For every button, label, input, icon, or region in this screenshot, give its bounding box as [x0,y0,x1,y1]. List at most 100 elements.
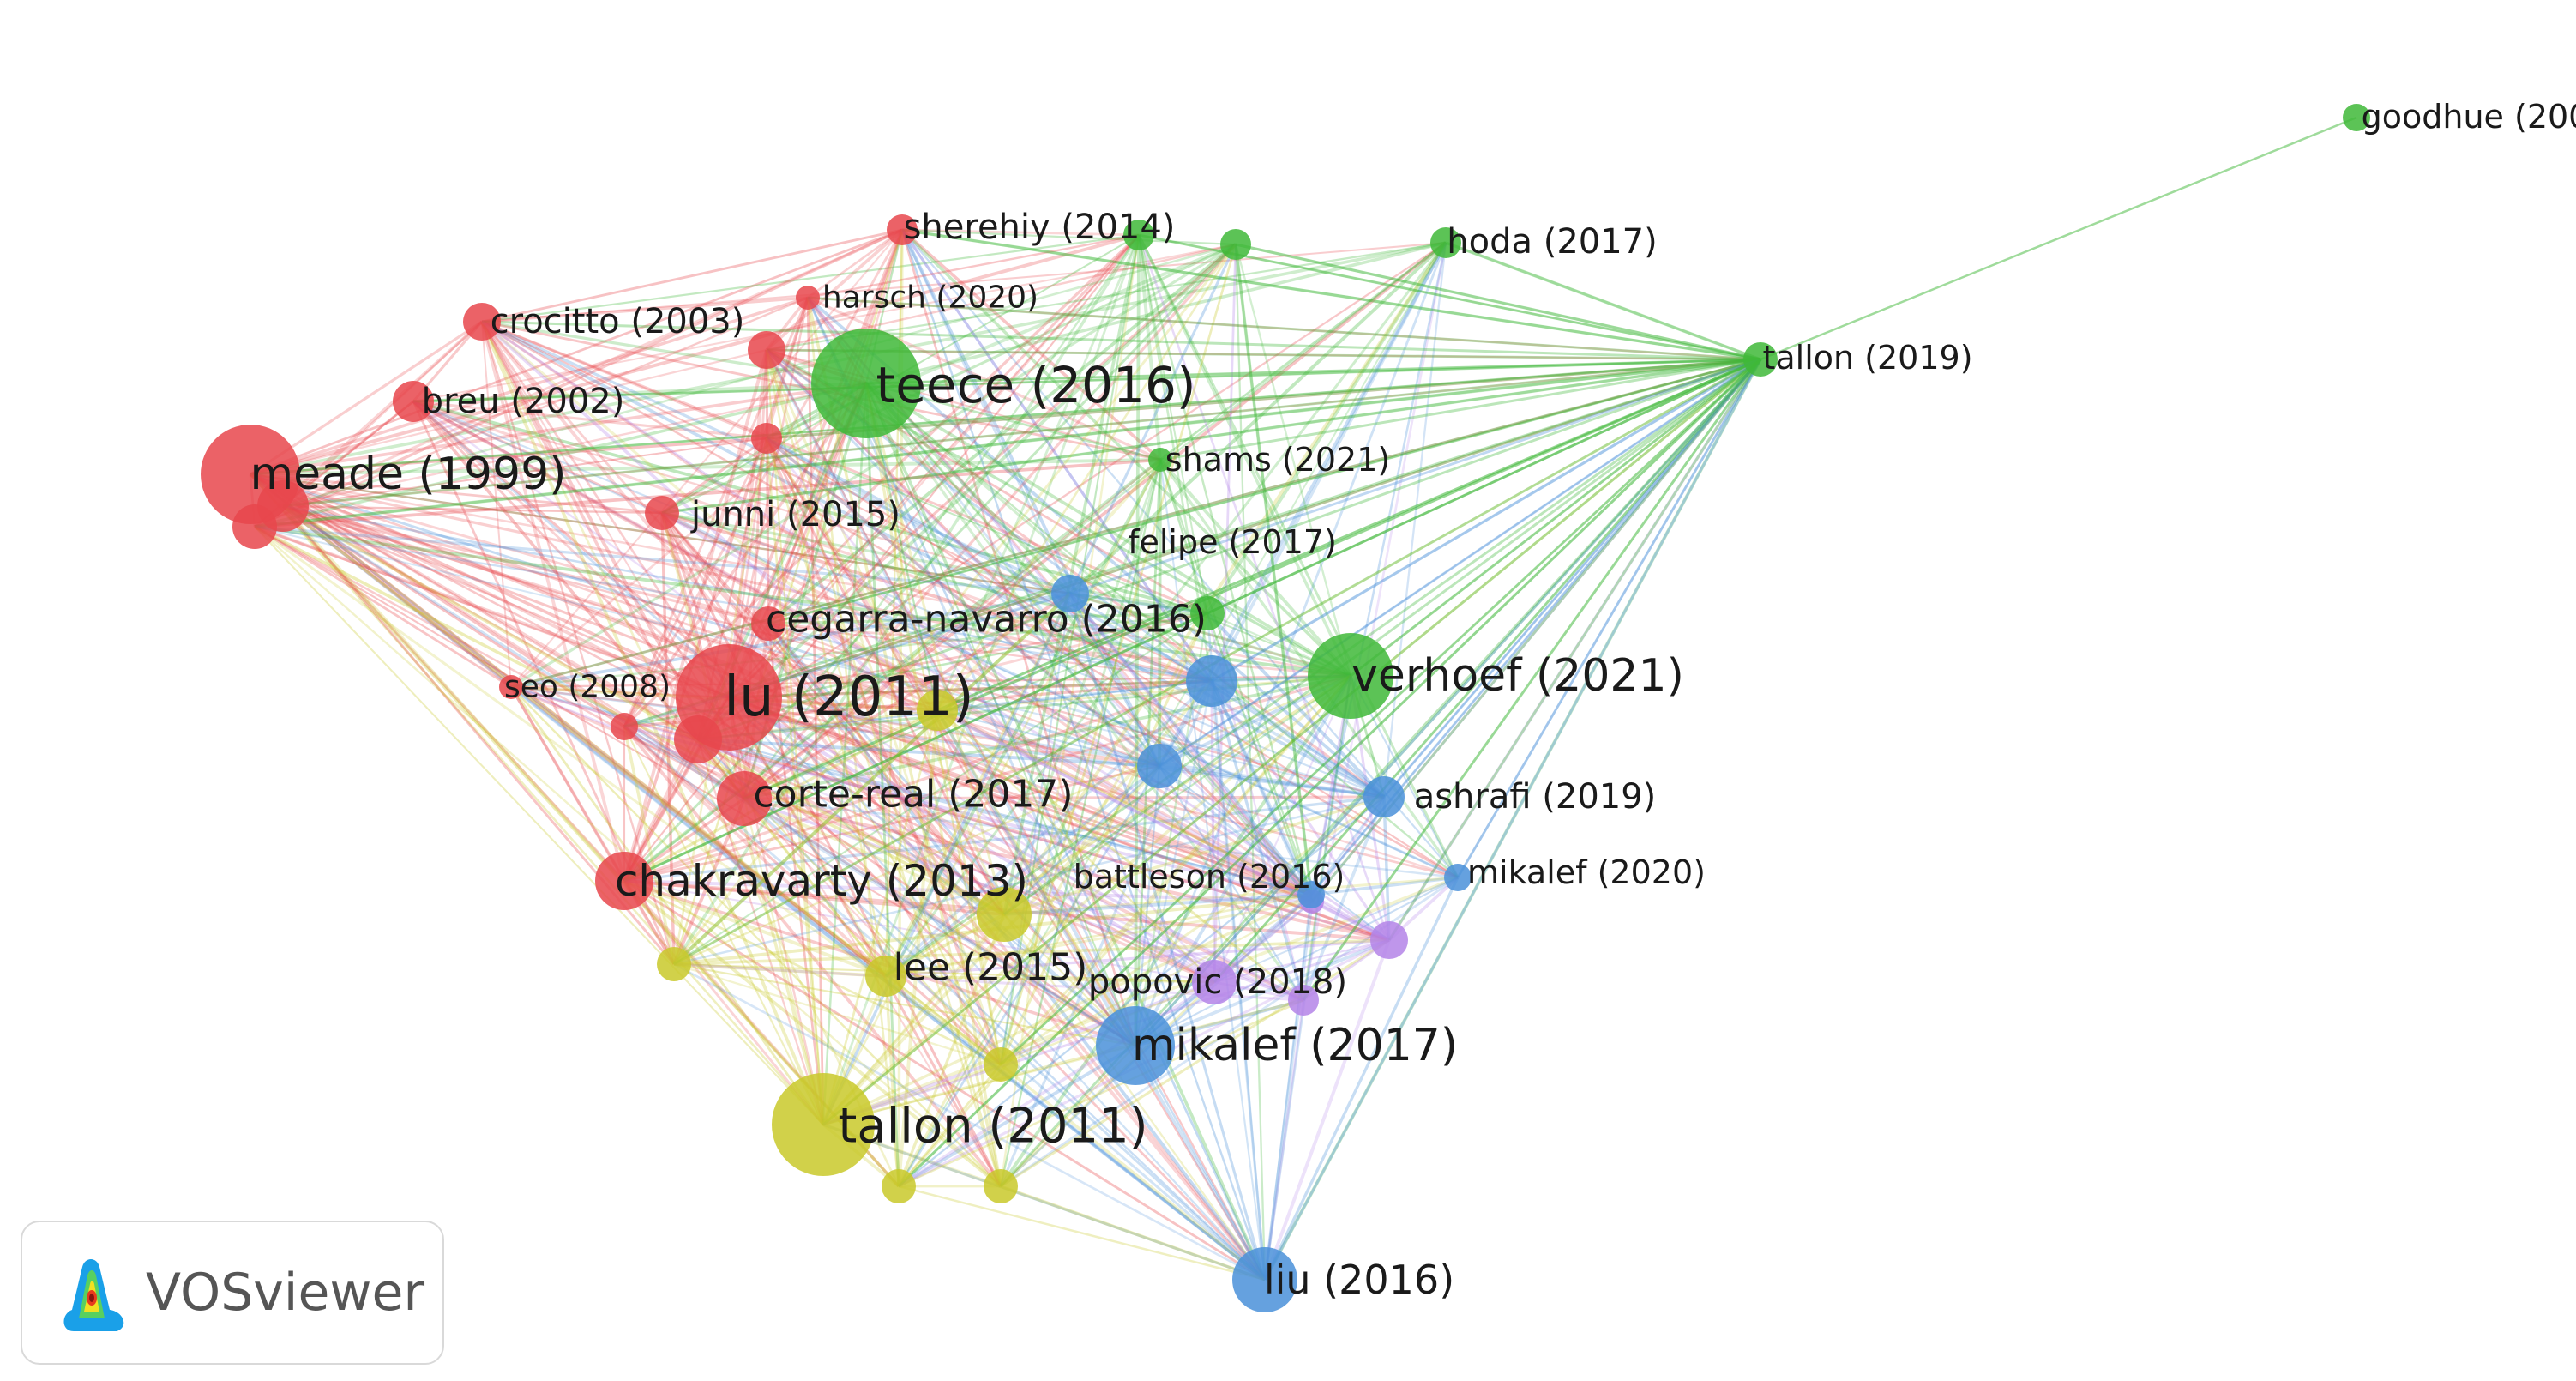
network-node-r6[interactable] [611,713,638,740]
network-edge [901,228,1237,246]
network-node-y5[interactable] [984,1169,1018,1203]
network-node-cegarra[interactable] [751,606,785,641]
network-edge [250,473,824,1125]
network-edge [1263,877,1460,1281]
network-edge [1134,765,1161,1046]
network-edge [1003,765,1160,915]
network-edge [623,297,810,882]
network-edge [623,383,868,882]
network-node-felipe[interactable] [1051,575,1089,612]
network-edge [1137,234,1162,461]
network-node-b1[interactable] [1186,655,1237,707]
network-node-popovic[interactable] [1192,960,1237,1004]
node-label-chakravarty: chakravarty (2013) [615,856,1028,906]
network-node-g1[interactable] [1123,220,1154,250]
network-node-r4[interactable] [751,423,782,454]
network-edge [250,473,769,625]
network-edge [743,798,888,977]
network-edge [623,725,1002,1188]
network-node-p2[interactable] [1288,985,1319,1016]
network-edge [623,879,1005,916]
network-edge [1311,796,1385,902]
network-node-y1[interactable] [917,690,958,731]
network-node-y4[interactable] [882,1169,916,1203]
network-node-tallon2019[interactable] [1743,342,1778,377]
network-edge [481,320,1390,942]
node-label-harsch: harsch (2020) [822,280,1038,316]
network-edge [1206,612,1267,1281]
network-node-sherehiy[interactable] [887,214,918,245]
network-edge [864,383,1267,1281]
network-node-junni[interactable] [645,496,679,530]
network-edge [660,512,676,965]
network-node-tallon2011[interactable] [772,1073,875,1176]
network-edge [727,697,1002,1187]
network-edge [807,296,1161,461]
network-node-harsch[interactable] [796,286,820,310]
network-node-r3[interactable] [748,331,785,369]
network-edge [623,879,1002,1066]
network-edge [1302,242,1447,1001]
network-edge [728,679,1213,699]
network-node-goodhue[interactable] [2343,104,2370,131]
network-edge [697,234,1140,740]
network-node-b2[interactable] [1137,744,1182,788]
network-node-hoda[interactable] [1430,227,1461,258]
network-node-liu[interactable] [1232,1247,1297,1312]
network-node-cortereal[interactable] [717,771,772,826]
network-edge [1158,459,1162,767]
network-edge [743,795,1385,800]
network-node-mikalef2017[interactable] [1096,1006,1175,1085]
network-node-y3[interactable] [984,1047,1018,1082]
network-edge [623,349,768,882]
network-edge [412,400,663,515]
network-node-lee[interactable] [865,956,906,997]
node-label-ashrafi: ashrafi (2019) [1414,777,1657,817]
network-node-mikalef2020[interactable] [1444,864,1472,891]
network-edge [885,938,1390,978]
network-node-shams[interactable] [1148,448,1172,472]
network-node-chakravarty[interactable] [595,852,653,910]
network-edge [282,504,663,515]
network-node-y2[interactable] [657,947,691,981]
network-node-b3[interactable] [1297,881,1325,908]
network-edge [897,674,1352,1188]
network-edge [765,437,1002,1065]
network-edge [480,320,1267,1281]
network-node-battleson[interactable] [977,887,1032,942]
network-edge [743,797,1459,879]
network-edge [898,358,1761,1188]
network-edge [673,612,1208,965]
network-node-p1[interactable] [1370,921,1408,959]
network-node-crocitto[interactable] [463,303,501,341]
network-node-meade[interactable] [201,425,300,524]
network-node-teece[interactable] [811,329,921,438]
network-node-seo[interactable] [499,675,523,699]
network-edge [1210,680,1314,902]
network-edge [412,401,1385,798]
network-edge [767,622,1385,799]
network-edge [697,738,1136,1047]
network-node-g3[interactable] [1190,596,1225,630]
network-edge [898,1185,1266,1281]
network-edge [412,400,1351,678]
network-edge [900,229,1213,682]
network-edge [412,358,1761,403]
network-edge [1383,359,1761,798]
network-edge [481,228,903,323]
network-edge [807,296,1761,361]
network-node-g2[interactable] [1220,229,1251,260]
network-edge [743,234,1140,799]
network-edge [510,382,867,689]
network-node-lu[interactable] [676,644,782,751]
network-node-verhoef[interactable] [1308,633,1393,719]
network-edge [765,349,770,624]
network-edge [250,233,1140,476]
network-edge [822,1123,1266,1281]
network-edge [623,880,825,1125]
node-label-meade: meade (1999) [250,449,567,500]
network-edge [510,685,699,741]
network-node-breu[interactable] [393,381,434,422]
network-node-ashrafi[interactable] [1363,776,1405,817]
